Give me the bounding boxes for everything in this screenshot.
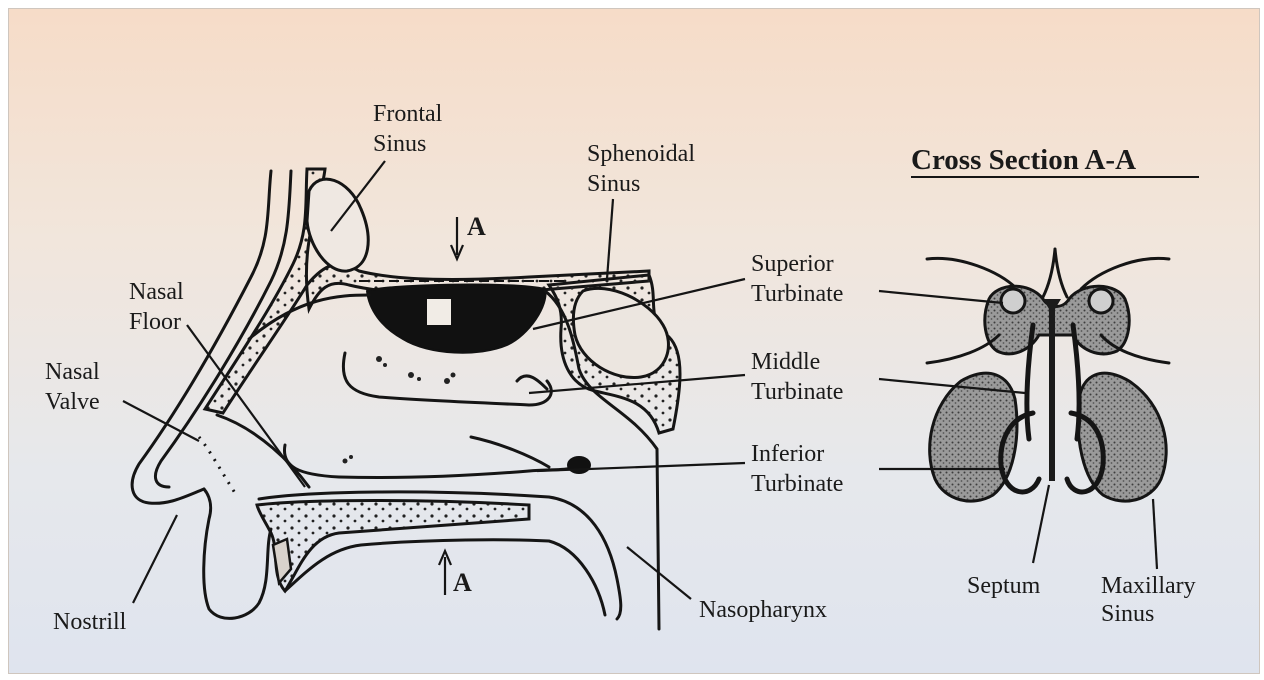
svg-text:Sinus: Sinus [373, 131, 426, 157]
svg-text:Sphenoidal: Sphenoidal [587, 141, 695, 167]
cross-section-title: Cross Section A-A [911, 144, 1136, 176]
superior-turbinate-shape [367, 285, 546, 353]
svg-text:Nasopharynx: Nasopharynx [699, 597, 827, 623]
superior-turbinate-right [1089, 289, 1113, 313]
inferior-turbinate-knob [567, 456, 591, 474]
svg-text:Inferior: Inferior [751, 441, 824, 467]
label-inferior-turbinate: Inferior Turbinate [537, 441, 843, 497]
svg-text:Septum: Septum [967, 573, 1041, 599]
ethmoid-wings [927, 249, 1169, 297]
nasal-valve-dotted [199, 437, 235, 493]
svg-text:Turbinate: Turbinate [751, 281, 843, 307]
section-marker-bottom-group: A [439, 551, 472, 597]
sinus-specks [343, 356, 456, 464]
svg-text:Floor: Floor [129, 309, 181, 335]
ethmoid-lower-wings [927, 335, 1169, 363]
superior-turbinate-cross-leader [879, 291, 1003, 303]
label-septum: Septum [967, 485, 1049, 599]
maxillary-sinus-right [1078, 373, 1166, 501]
svg-text:Superior: Superior [751, 251, 834, 277]
svg-text:Nostrill: Nostrill [53, 609, 127, 635]
section-marker-top-group: A [451, 212, 486, 259]
superior-turbinate-left [1001, 289, 1025, 313]
label-sphenoidal-sinus: Sphenoidal Sinus [587, 141, 695, 279]
svg-text:Middle: Middle [751, 349, 820, 375]
svg-text:Valve: Valve [45, 389, 100, 415]
svg-text:Sinus: Sinus [587, 171, 640, 197]
label-maxillary-sinus: Maxillary Sinus [1101, 499, 1196, 627]
nasal-anatomy-svg: A A Frontal Sinus Sphenoidal Sinus Nasal… [9, 9, 1259, 673]
svg-text:Nasal: Nasal [129, 279, 184, 305]
inferior-turbinate-shape [284, 445, 575, 478]
nasal-floor-inner [217, 415, 309, 487]
side-view [132, 169, 680, 629]
svg-text:Nasal: Nasal [45, 359, 100, 385]
cross-section-view: Cross Section A-A [879, 144, 1199, 501]
svg-text:Maxillary: Maxillary [1101, 573, 1196, 599]
middle-turbinate-hook [517, 376, 547, 389]
section-cut-marker [427, 299, 451, 325]
inferior-turbinate-hook [471, 437, 549, 467]
svg-text:Turbinate: Turbinate [751, 471, 843, 497]
label-nasal-valve: Nasal Valve [45, 359, 199, 441]
label-nostrill: Nostrill [53, 515, 177, 635]
nasal-anatomy-figure: A A Frontal Sinus Sphenoidal Sinus Nasal… [8, 8, 1260, 674]
svg-text:Turbinate: Turbinate [751, 379, 843, 405]
svg-text:Frontal: Frontal [373, 101, 443, 127]
section-marker-top: A [467, 212, 486, 241]
section-marker-bottom: A [453, 568, 472, 597]
svg-text:Sinus: Sinus [1101, 601, 1154, 627]
